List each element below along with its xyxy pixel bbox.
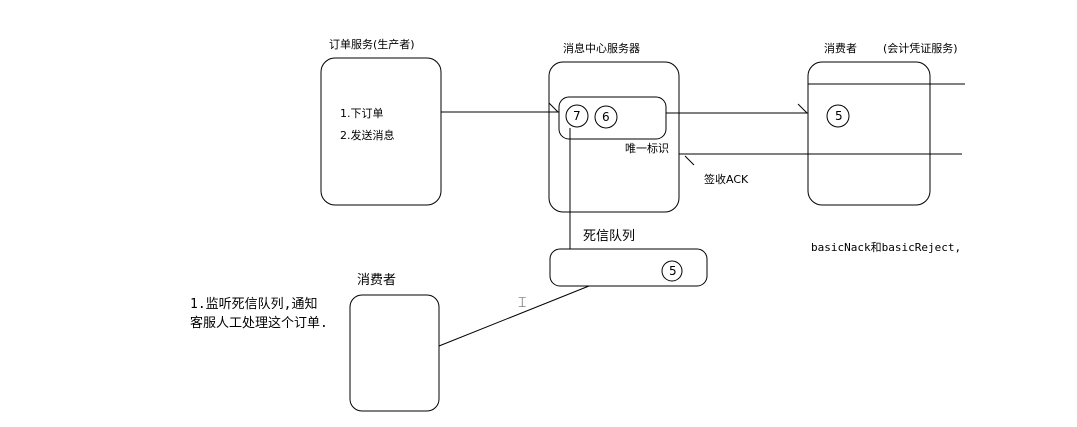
mq-queue-box	[558, 96, 667, 140]
consumer-subtitle: (会计凭证服务)	[883, 42, 958, 55]
dead-letter-to-consumer-line	[438, 285, 590, 347]
dead-letter-box	[549, 248, 708, 287]
unique-id-label: 唯一标识	[625, 142, 669, 155]
dlq-consumer-box	[349, 294, 440, 412]
mq-center-box	[548, 61, 680, 213]
consumer-message-circle	[826, 104, 850, 128]
mq-message-6-circle	[594, 105, 618, 129]
mq-message-6: 6	[602, 110, 610, 124]
mq-center-title: 消息中心服务器	[563, 42, 640, 55]
mq-to-consumer-arrowhead	[797, 103, 808, 114]
mq-message-7-circle	[565, 104, 589, 128]
dlq-consumer-title: 消费者	[357, 273, 397, 288]
producer-title: 订单服务(生产者)	[329, 38, 415, 51]
mq-message-7: 7	[573, 109, 581, 123]
producer-step-1: 1.下订单	[340, 107, 384, 120]
consumer-message: 5	[835, 109, 843, 123]
dead-letter-message-circle	[661, 260, 683, 282]
dlq-note-line-2: 客服人工处理这个订单.	[190, 316, 328, 331]
text-cursor-icon: ⌶	[518, 295, 527, 311]
dlq-note-line-1: 1.监听死信队列,通知	[190, 297, 318, 312]
ack-arrowhead	[684, 155, 695, 166]
consumer-title: 消费者	[824, 42, 857, 55]
producer-box	[320, 57, 442, 206]
producer-step-2: 2.发送消息	[340, 129, 395, 142]
nack-note: basicNack和basicReject,	[811, 241, 962, 254]
dead-letter-title: 死信队列	[583, 229, 636, 244]
consumer-box	[807, 61, 931, 206]
dead-letter-message: 5	[669, 264, 677, 278]
ack-label: 签收ACK	[704, 173, 749, 186]
producer-to-mq-arrowhead	[548, 102, 559, 113]
